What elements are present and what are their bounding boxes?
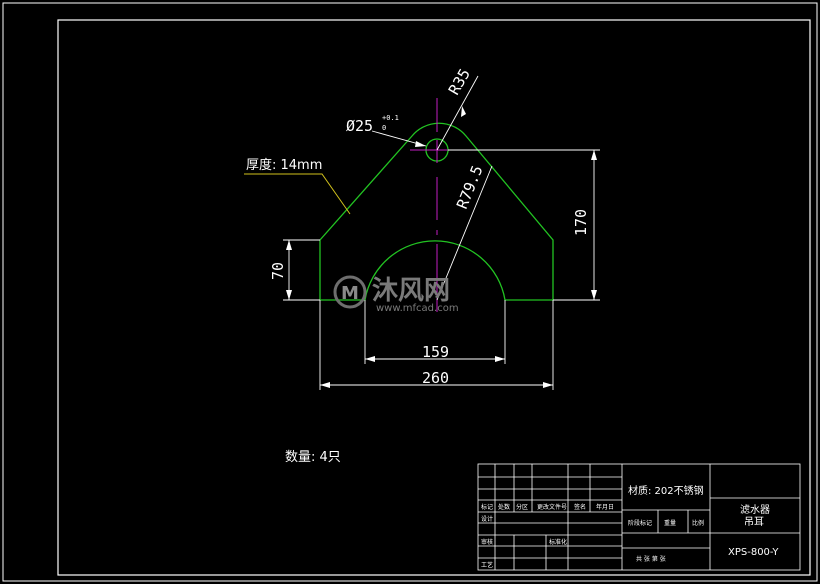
watermark-brand: 沐风网 [372, 276, 450, 306]
height-70-label: 70 [269, 262, 287, 280]
r35-label: R35 [445, 66, 474, 98]
sheet-note: 共 张 第 张 [636, 555, 666, 563]
svg-text:签名: 签名 [574, 503, 586, 511]
svg-text:分区: 分区 [516, 503, 528, 511]
std-label: 标准化 [549, 538, 567, 546]
weight-label: 重量 [664, 519, 676, 527]
dimension-lines [283, 75, 600, 390]
r79-5-label: R79.5 [453, 163, 487, 212]
material-label: 材质: 202不锈钢 [628, 484, 704, 497]
width-260-label: 260 [422, 369, 449, 387]
width-159-label: 159 [422, 343, 449, 361]
thickness-leader [244, 173, 351, 215]
tolerance-upper: +0.1 [382, 114, 399, 122]
stage-label: 阶段标记 [628, 519, 652, 527]
drawing-number: XPS-800-Y [728, 547, 779, 558]
watermark: M 沐风网 www.mfcad.com [333, 275, 459, 314]
dimension-arrows [286, 106, 597, 388]
thickness-note: 厚度: 14mm [246, 157, 322, 173]
svg-text:年月日: 年月日 [596, 503, 614, 511]
part-name-line1: 滤水器 [740, 503, 770, 516]
part-outline [319, 122, 554, 301]
process-label: 工艺 [481, 561, 493, 569]
title-block [477, 463, 801, 571]
drawing-border [57, 19, 811, 576]
watermark-logo-icon [333, 275, 367, 309]
svg-text:处数: 处数 [498, 503, 510, 511]
svg-text:更改文件号: 更改文件号 [537, 503, 567, 511]
scale-label: 比例 [692, 519, 704, 527]
part-name-line2: 吊耳 [744, 516, 764, 528]
dia25-label: Ø25 [346, 117, 373, 135]
height-170-label: 170 [572, 209, 590, 236]
check-label: 审核 [481, 538, 493, 546]
design-label: 设计 [481, 515, 493, 523]
quantity-note: 数量: 4只 [285, 450, 341, 465]
watermark-url: www.mfcad.com [376, 303, 459, 314]
svg-text:M: M [341, 283, 359, 304]
svg-text:标记: 标记 [481, 503, 493, 511]
tolerance-lower: 0 [382, 124, 386, 132]
revision-headers: 标记 处数 分区 更改文件号 签名 年月日 [481, 503, 614, 511]
